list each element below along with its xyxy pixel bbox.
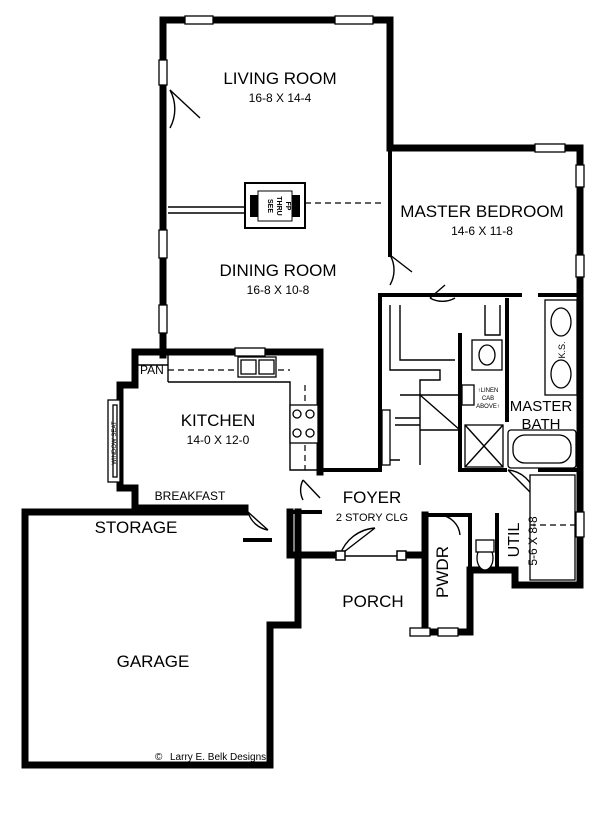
designer-credit: Larry E. Belk Designs — [170, 752, 266, 763]
room-labels: LIVING ROOM 16-8 X 14-4 MASTER BEDROOM 1… — [95, 69, 573, 763]
storage-label: STORAGE — [95, 518, 178, 537]
linen-line3: ABOVE↑ — [476, 404, 500, 410]
powder-fixtures — [475, 474, 576, 581]
porch-label: PORCH — [342, 592, 403, 611]
linen-line2: CAB — [482, 396, 494, 402]
windows — [158, 15, 585, 637]
fireplace-label-thru: THRU — [275, 196, 282, 215]
master-bedroom-dim: 14-6 X 11-8 — [451, 224, 513, 238]
util-dim: 5-6 X 8-8 — [526, 516, 540, 566]
stairs — [381, 305, 501, 466]
foyer-name: FOYER — [343, 488, 402, 507]
util-name: UTIL — [506, 523, 523, 558]
garage-label: GARAGE — [117, 652, 190, 671]
master-bedroom-name: MASTER BEDROOM — [400, 202, 563, 221]
ks-label: K.S. — [557, 341, 567, 358]
interior-walls — [243, 146, 582, 572]
master-bath-fixtures — [461, 299, 578, 469]
master-bath-line2: BATH — [522, 416, 561, 433]
kitchen-name: KITCHEN — [181, 411, 256, 430]
pwdr-label: PWDR — [433, 546, 452, 598]
fireplace-label-fp: FP — [284, 202, 291, 211]
dining-room-name: DINING ROOM — [219, 261, 336, 280]
copyright-symbol: © — [155, 752, 163, 763]
doors — [169, 89, 536, 556]
window-seat-label: WINDOW SEAT — [112, 421, 118, 465]
living-room-dim: 16-8 X 14-4 — [249, 91, 312, 105]
porch-columns — [335, 550, 407, 561]
living-room-name: LIVING ROOM — [223, 69, 336, 88]
dining-room-dim: 16-8 X 10-8 — [247, 283, 310, 297]
kitchen-dim: 14-0 X 12-0 — [187, 433, 250, 447]
linen-line1: ↑LINEN — [478, 388, 499, 394]
fireplace-label-see: SEE — [266, 199, 273, 213]
master-bath-line1: MASTER — [510, 398, 573, 415]
foyer-note: 2 STORY CLG — [336, 512, 408, 524]
fireplace: SEE THRU FP — [168, 182, 385, 229]
kitchen-fixtures — [107, 355, 320, 483]
breakfast-label: BREAKFAST — [155, 489, 226, 503]
pantry-label: PAN — [140, 363, 164, 377]
